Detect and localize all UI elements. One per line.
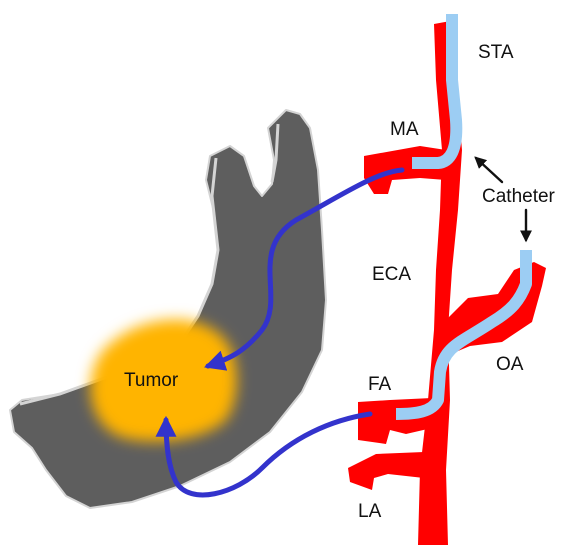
label-fa: FA bbox=[368, 374, 392, 395]
label-eca: ECA bbox=[372, 264, 411, 285]
fa-branch bbox=[358, 398, 432, 444]
catheter-upper bbox=[412, 14, 456, 163]
label-sta: STA bbox=[478, 42, 514, 63]
ma-branch bbox=[364, 146, 446, 194]
label-catheter: Catheter bbox=[482, 186, 556, 207]
la-branch bbox=[348, 452, 424, 490]
label-ma: MA bbox=[390, 119, 419, 140]
pointer-to-upper-catheter bbox=[476, 158, 502, 182]
label-la: LA bbox=[358, 501, 382, 522]
label-oa: OA bbox=[496, 354, 524, 375]
label-tumor: Tumor bbox=[124, 370, 179, 391]
